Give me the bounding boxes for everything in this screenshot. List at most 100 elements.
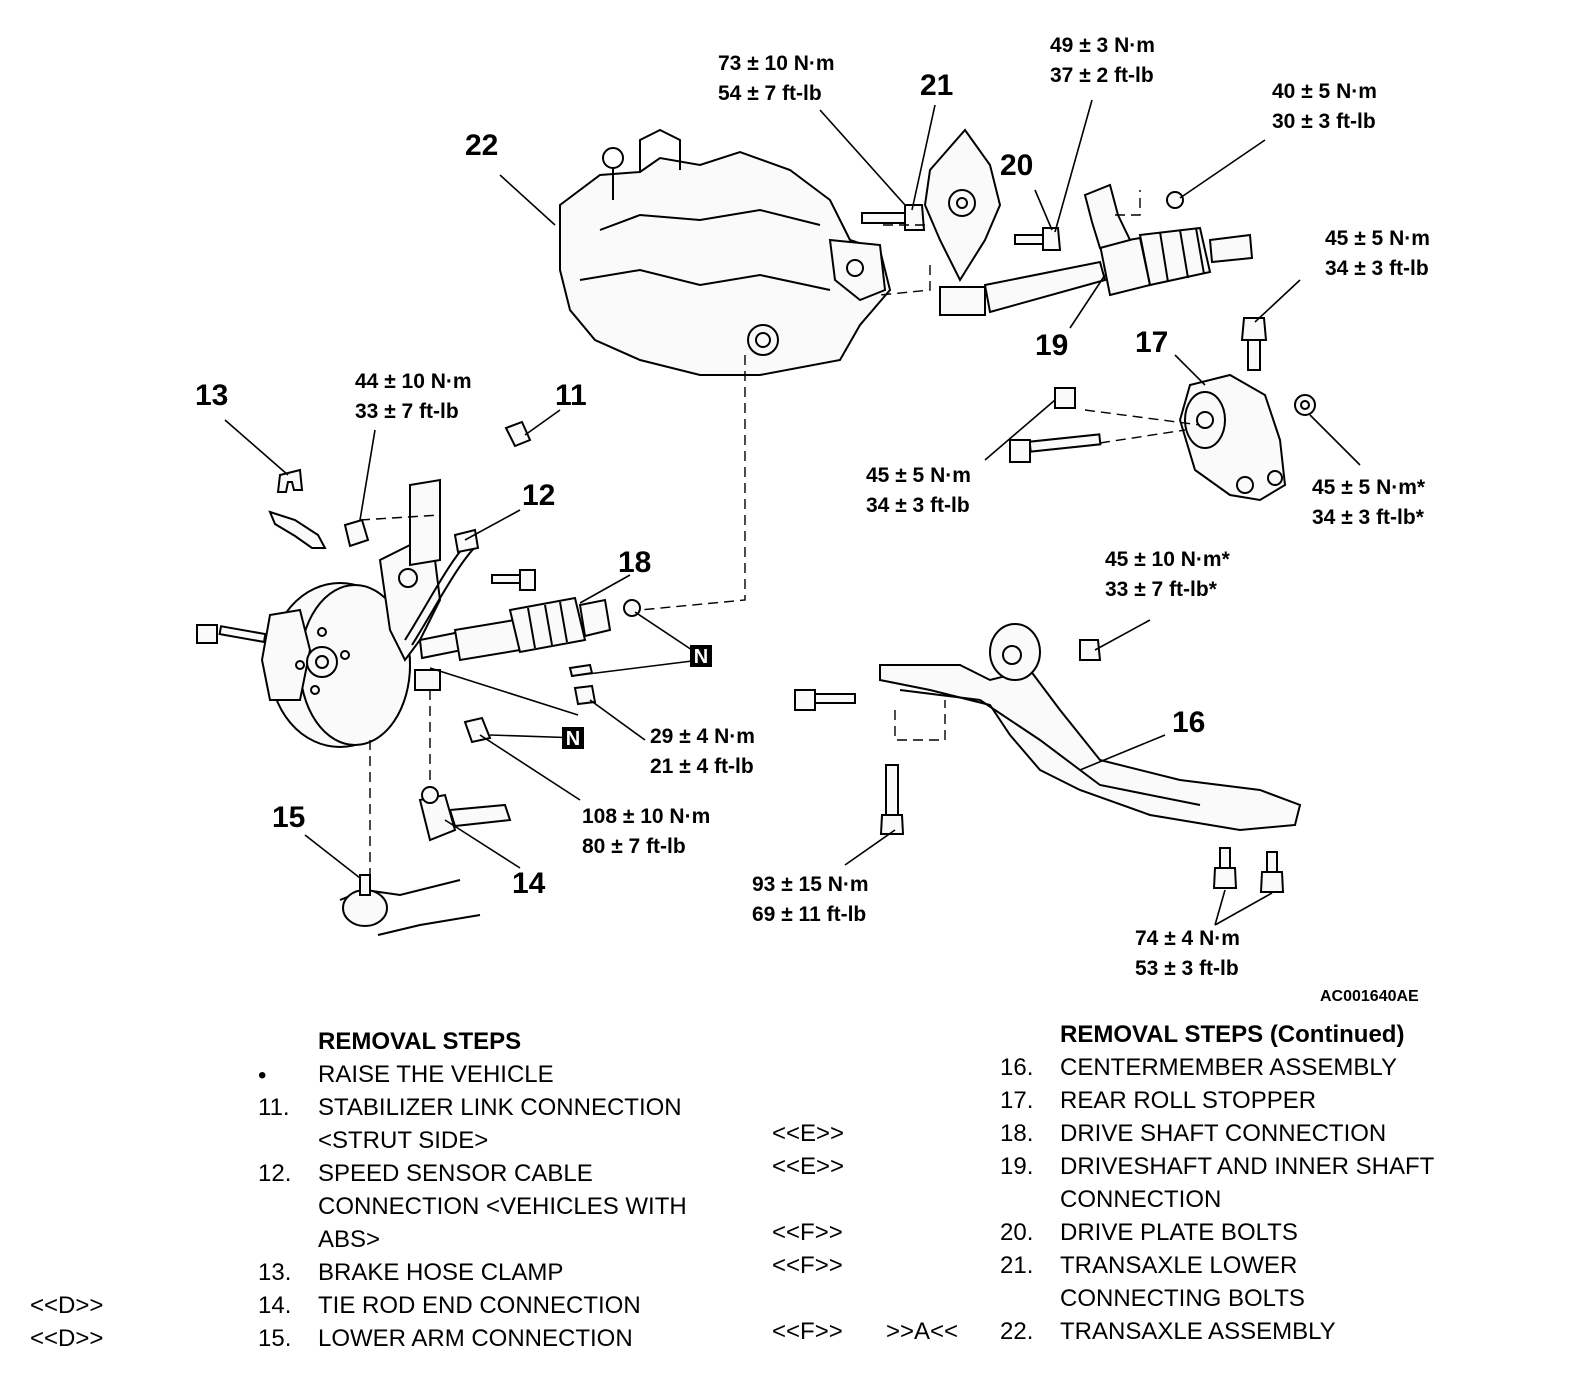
torque-spec-17-bolt: 45 ± 5 N·m 34 ± 3 ft-lb xyxy=(1325,227,1430,280)
step-text: SPEED SENSOR CABLE xyxy=(318,1160,593,1187)
callout-12: 12 xyxy=(522,479,555,512)
svg-text:34 ± 3 ft-lb: 34 ± 3 ft-lb xyxy=(1325,257,1429,280)
callout-18: 18 xyxy=(618,546,651,579)
bullet-raise-vehicle: • xyxy=(258,1062,267,1089)
figure-id: AC001640AE xyxy=(1320,988,1419,1005)
step-text: ABS> xyxy=(318,1226,381,1253)
torque-spec-15: 108 ± 10 N·m 80 ± 7 ft-lb xyxy=(582,805,710,858)
exploded-view-diagram: N N 22 21 20 19 17 13 11 12 18 16 15 14 … xyxy=(195,34,1430,1005)
step-number: 20. xyxy=(1000,1219,1034,1246)
step-ref-1: <<D>> xyxy=(30,1292,104,1319)
step-text: TRANSAXLE LOWER xyxy=(1060,1252,1298,1279)
svg-text:54 ± 7 ft-lb: 54 ± 7 ft-lb xyxy=(718,82,822,105)
svg-text:53 ± 3 ft-lb: 53 ± 3 ft-lb xyxy=(1135,957,1239,980)
step-text: RAISE THE VEHICLE xyxy=(318,1061,554,1088)
svg-text:33 ± 7 ft-lb*: 33 ± 7 ft-lb* xyxy=(1105,578,1218,601)
torque-spec-16-rear: 74 ± 4 N·m 53 ± 3 ft-lb xyxy=(1135,927,1240,980)
svg-text:44 ± 10 N·m: 44 ± 10 N·m xyxy=(355,370,472,393)
brake-hose-clamp xyxy=(268,468,327,549)
svg-text:49 ± 3 N·m: 49 ± 3 N·m xyxy=(1050,34,1155,57)
torque-spec-16-front: 93 ± 15 N·m 69 ± 11 ft-lb xyxy=(752,873,869,926)
callout-16: 16 xyxy=(1172,706,1205,739)
step-text: <STRUT SIDE> xyxy=(318,1127,489,1154)
drive-plate xyxy=(923,128,1002,283)
rear-roll-stopper xyxy=(1009,317,1316,502)
callout-15: 15 xyxy=(272,801,305,834)
callout-14: 14 xyxy=(512,867,546,900)
new-part-marker-2: N xyxy=(562,727,584,750)
step-text: DRIVE SHAFT CONNECTION xyxy=(1060,1120,1387,1147)
step-number: 21. xyxy=(1000,1252,1034,1279)
svg-text:74 ± 4 N·m: 74 ± 4 N·m xyxy=(1135,927,1240,950)
svg-text:29 ± 4 N·m: 29 ± 4 N·m xyxy=(650,725,755,748)
centermember-assembly xyxy=(794,623,1302,893)
step-text: STABILIZER LINK CONNECTION xyxy=(318,1094,682,1121)
svg-text:93 ± 15 N·m: 93 ± 15 N·m xyxy=(752,873,869,896)
new-part-marker-1: N xyxy=(690,645,712,668)
step-text: CONNECTING BOLTS xyxy=(1060,1285,1305,1312)
svg-text:N: N xyxy=(566,728,580,750)
step-ref-1: <<F>> xyxy=(772,1252,843,1279)
svg-text:34 ± 3 ft-lb*: 34 ± 3 ft-lb* xyxy=(1312,506,1425,529)
svg-text:21 ± 4 ft-lb: 21 ± 4 ft-lb xyxy=(650,755,754,778)
lower-arm xyxy=(339,874,481,936)
svg-text:45 ± 5 N·m*: 45 ± 5 N·m* xyxy=(1312,476,1426,499)
removal-steps-continued-title: REMOVAL STEPS (Continued) xyxy=(1060,1021,1405,1048)
removal-steps-title: REMOVAL STEPS xyxy=(318,1028,522,1055)
callout-20: 20 xyxy=(1000,149,1033,182)
torque-spec-20: 49 ± 3 N·m 37 ± 2 ft-lb xyxy=(1050,34,1155,87)
step-number: 16. xyxy=(1000,1054,1034,1081)
svg-text:73 ± 10 N·m: 73 ± 10 N·m xyxy=(718,52,835,75)
svg-text:80 ± 7 ft-lb: 80 ± 7 ft-lb xyxy=(582,835,686,858)
speed-sensor-bracket xyxy=(453,528,536,591)
svg-text:45 ± 5 N·m: 45 ± 5 N·m xyxy=(866,464,971,487)
callout-11: 11 xyxy=(555,379,587,412)
callout-19: 19 xyxy=(1035,329,1068,362)
step-text: CENTERMEMBER ASSEMBLY xyxy=(1060,1054,1397,1081)
drive-plate-bolt xyxy=(1014,227,1062,251)
step-text: CONNECTION xyxy=(1060,1186,1222,1213)
step-text: DRIVE PLATE BOLTS xyxy=(1060,1219,1298,1246)
step-text: TIE ROD END CONNECTION xyxy=(318,1292,641,1319)
step-ref-1: <<E>> xyxy=(772,1120,845,1147)
torque-spec-17-through-bolt: 45 ± 5 N·m 34 ± 3 ft-lb xyxy=(866,464,971,517)
svg-text:108 ± 10 N·m: 108 ± 10 N·m xyxy=(582,805,710,828)
step-number: 13. xyxy=(258,1259,292,1286)
svg-text:37 ± 2 ft-lb: 37 ± 2 ft-lb xyxy=(1050,64,1154,87)
step-text: BRAKE HOSE CLAMP xyxy=(318,1259,564,1286)
callout-13: 13 xyxy=(195,379,228,412)
step-ref-2: >>A<< xyxy=(886,1318,959,1345)
step-text: REAR ROLL STOPPER xyxy=(1060,1087,1317,1114)
torque-spec-17-nut: 45 ± 5 N·m* 34 ± 3 ft-lb* xyxy=(1312,476,1426,529)
step-number: 12. xyxy=(258,1160,292,1187)
torque-spec-11: 44 ± 10 N·m 33 ± 7 ft-lb xyxy=(355,370,472,423)
torque-spec-14: 29 ± 4 N·m 21 ± 4 ft-lb xyxy=(650,725,755,778)
step-number: 15. xyxy=(258,1325,292,1352)
drive-shaft xyxy=(418,596,641,744)
step-number: 22. xyxy=(1000,1318,1034,1345)
transaxle-lower-connecting-bolt xyxy=(861,204,926,231)
callout-22: 22 xyxy=(465,129,498,162)
callout-21: 21 xyxy=(920,69,953,102)
step-text: TRANSAXLE ASSEMBLY xyxy=(1060,1318,1336,1345)
step-number: 18. xyxy=(1000,1120,1034,1147)
step-number: 14. xyxy=(258,1292,292,1319)
step-number: 19. xyxy=(1000,1153,1034,1180)
svg-text:30 ± 3 ft-lb: 30 ± 3 ft-lb xyxy=(1272,110,1376,133)
leader-lines xyxy=(224,99,1361,926)
tie-rod-end xyxy=(418,786,512,842)
torque-spec-19: 40 ± 5 N·m 30 ± 3 ft-lb xyxy=(1272,80,1377,133)
step-ref-1: <<D>> xyxy=(30,1325,104,1352)
svg-text:40 ± 5 N·m: 40 ± 5 N·m xyxy=(1272,80,1377,103)
step-text: LOWER ARM CONNECTION xyxy=(318,1325,633,1352)
svg-text:45 ± 5 N·m: 45 ± 5 N·m xyxy=(1325,227,1430,250)
driveshaft-and-inner-shaft xyxy=(939,183,1254,316)
svg-text:N: N xyxy=(694,646,708,668)
step-text: CONNECTION <VEHICLES WITH xyxy=(318,1193,687,1220)
svg-text:45 ± 10 N·m*: 45 ± 10 N·m* xyxy=(1105,548,1231,571)
step-ref-1: <<F>> xyxy=(772,1318,843,1345)
callout-17: 17 xyxy=(1135,326,1168,359)
svg-text:69 ± 11 ft-lb: 69 ± 11 ft-lb xyxy=(752,903,866,926)
step-ref-1: <<E>> xyxy=(772,1153,845,1180)
step-number: 17. xyxy=(1000,1087,1034,1114)
